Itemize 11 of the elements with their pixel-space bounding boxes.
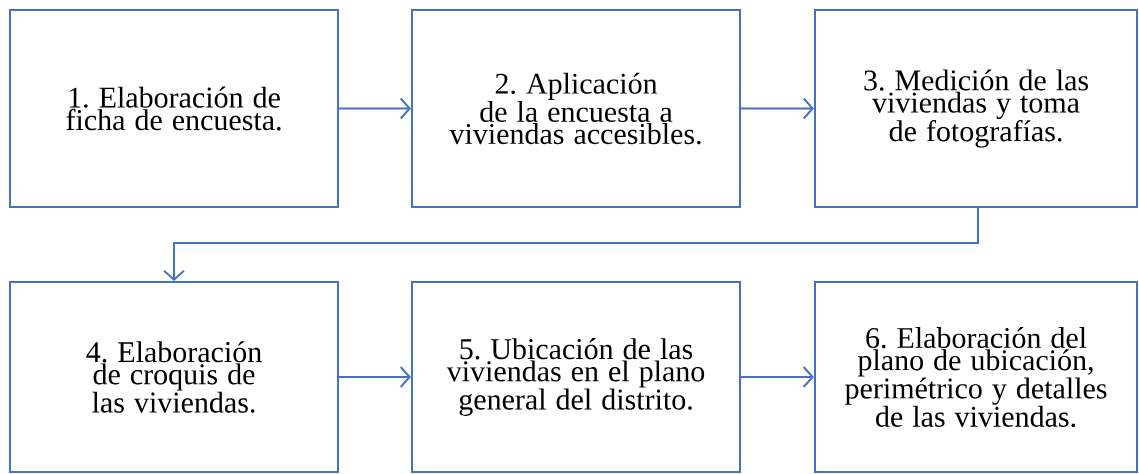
process-box: 3. Medición de las viviendas y toma de fotografías. [814,9,1138,208]
arrow [338,366,411,388]
process-box: 6. Elaboración del plano de ubicación, perimétrico y detalles de las viviendas. [814,281,1138,473]
arrow [740,97,814,120]
arrow [163,207,979,281]
process-box: 5. Ubicación de las viviendas en el plano general del distrito. [411,281,741,473]
process-box: 2. Aplicación de la encuesta a viviendas accesibles. [411,9,741,208]
arrow [740,366,814,388]
arrow [338,97,411,120]
process-box: 4. Elaboración de croquis de las viviendas. [9,281,339,473]
process-box: 1. Elaboración de ficha de encuesta. [9,9,339,208]
